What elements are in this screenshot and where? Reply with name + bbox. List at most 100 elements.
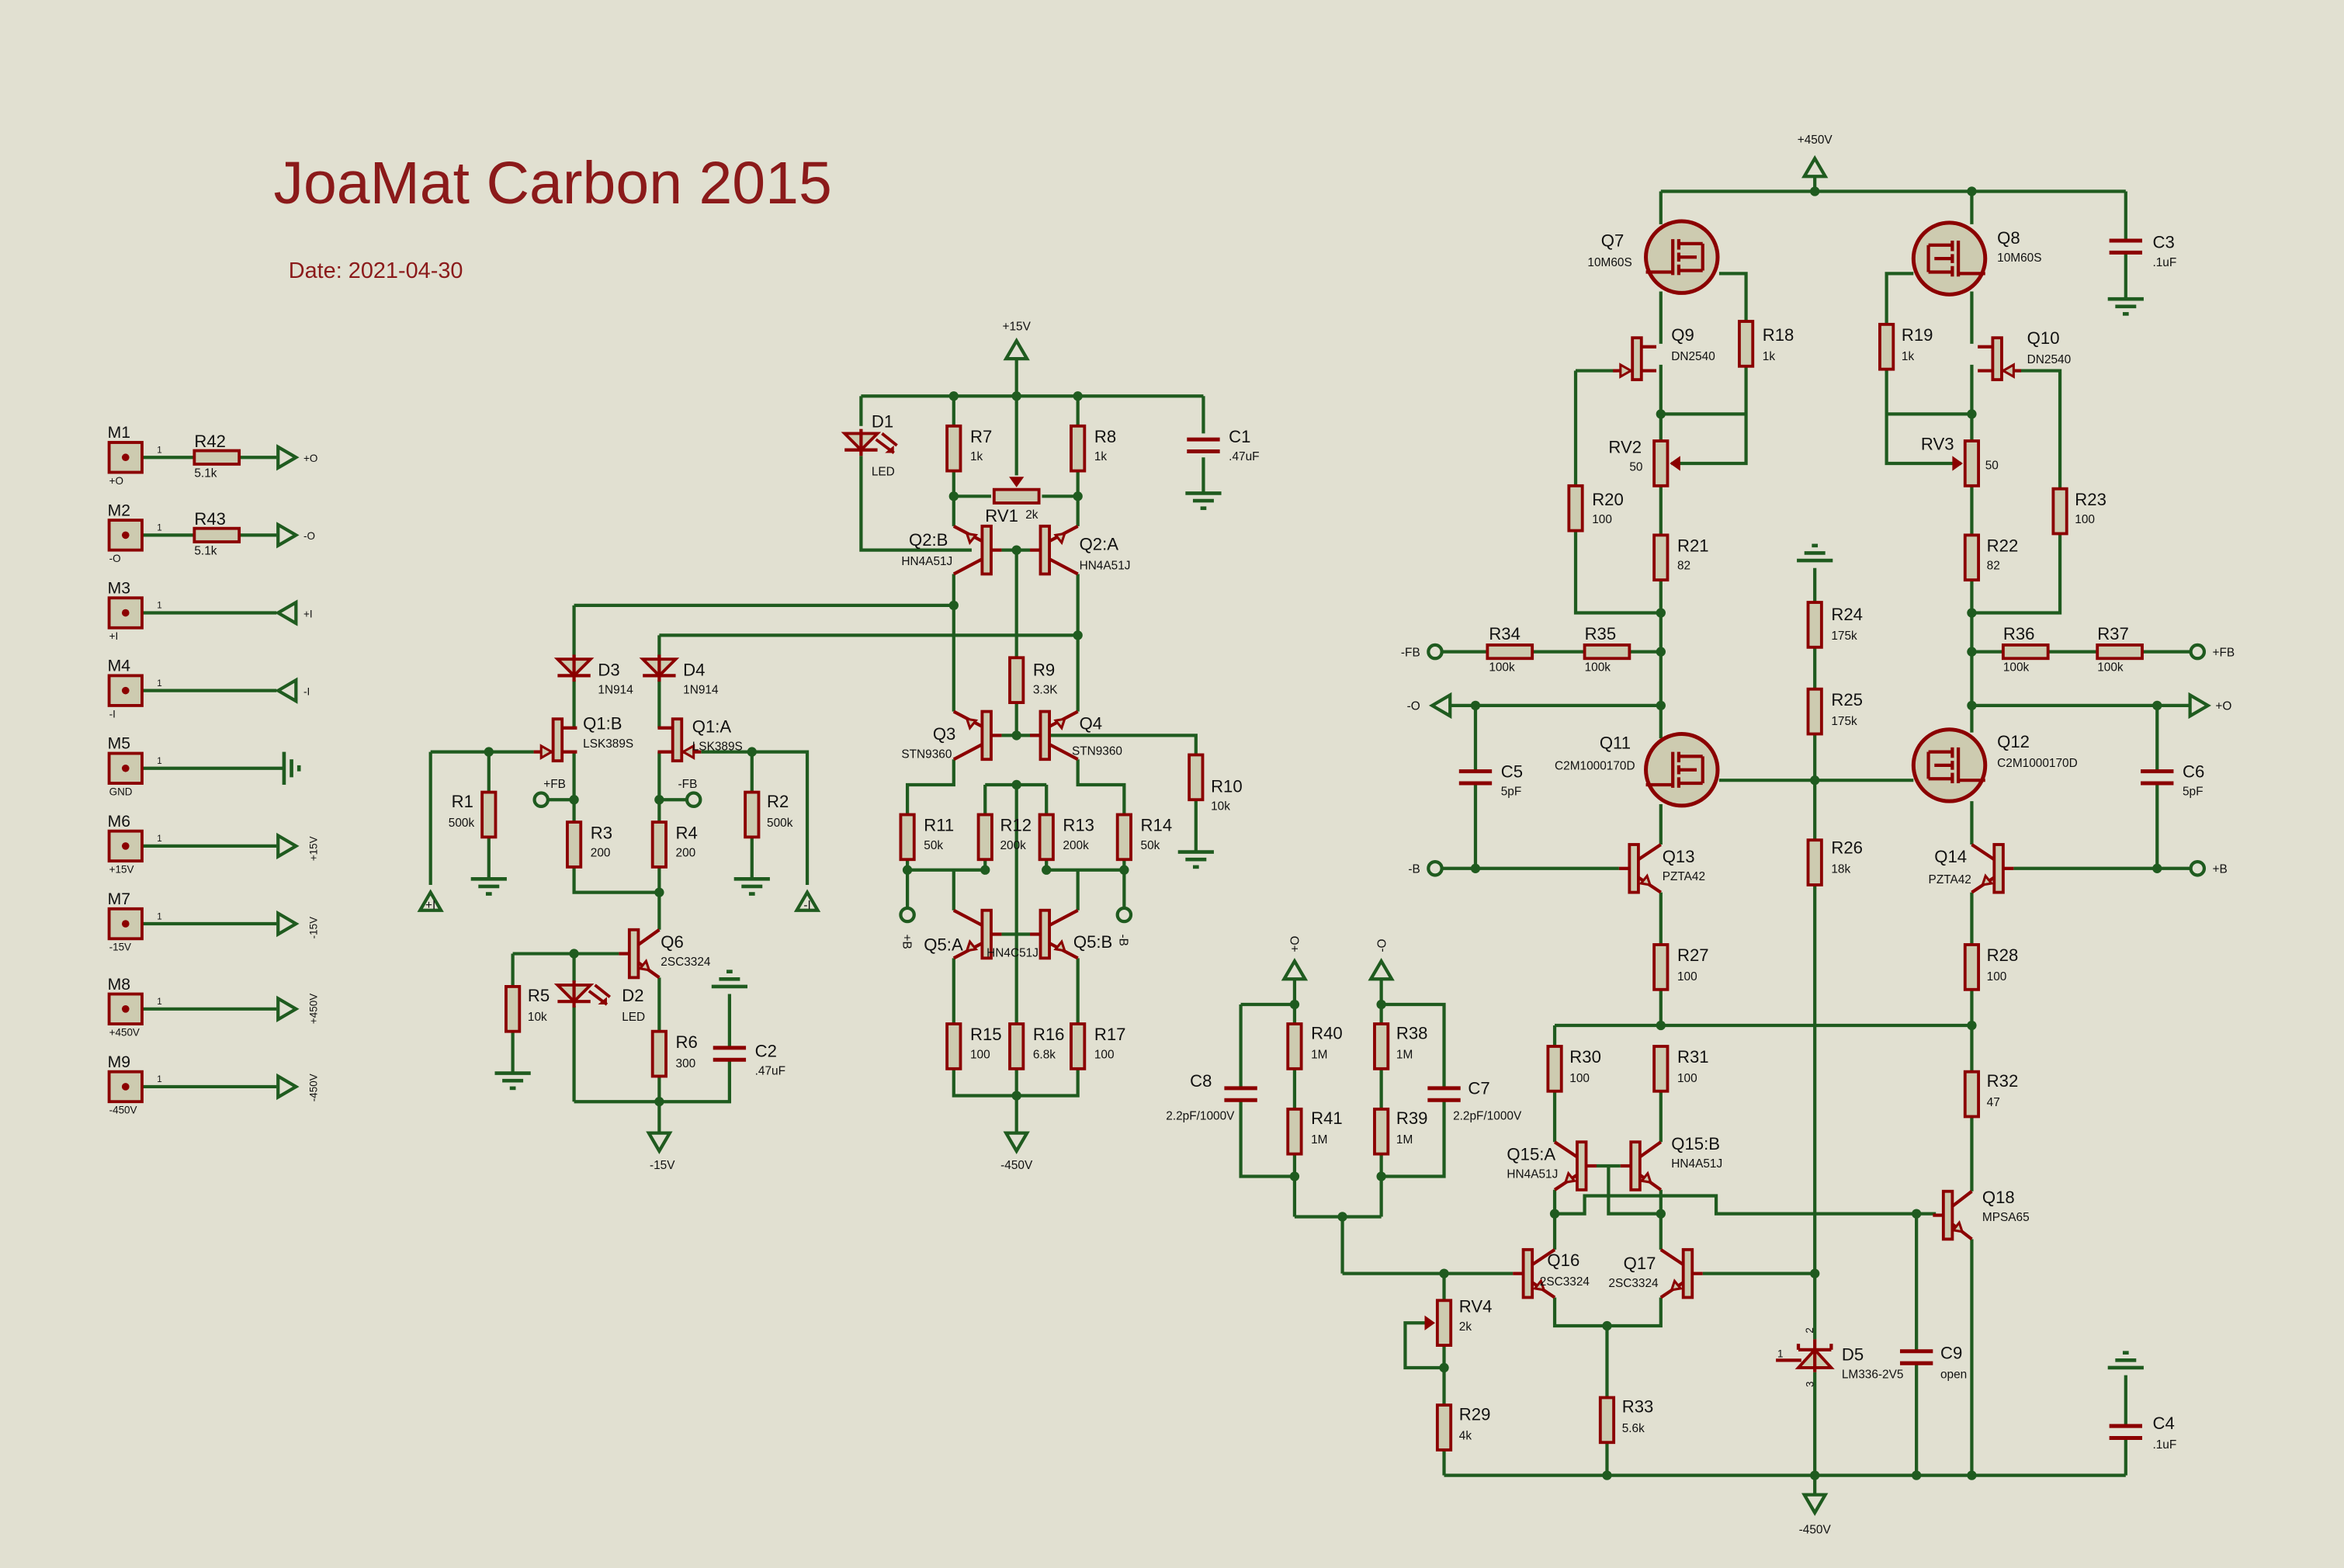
component-ref-q1b: Q1:B: [583, 714, 622, 734]
wire: [1671, 366, 1748, 466]
module-sublabel: +450V: [109, 1026, 140, 1038]
module-sublabel: +O: [109, 475, 123, 487]
component-ref-r34: R34: [1489, 624, 1520, 644]
component-value-r19: 1k: [1902, 350, 1915, 363]
component-ref-r5: R5: [528, 986, 550, 1005]
wire: [1885, 272, 1914, 324]
module-ref: M2: [108, 501, 130, 519]
component-value-r13: 200k: [1063, 839, 1089, 852]
component-ref-rv4: RV4: [1459, 1297, 1493, 1316]
component-ref-q8: Q8: [1997, 228, 2020, 248]
component-value-r33: 5.6k: [1622, 1422, 1645, 1435]
junction-dot: [1810, 186, 1820, 196]
component-value-rv4: 2k: [1459, 1320, 1472, 1334]
module-ref: M3: [108, 579, 130, 597]
junction-dot: [1439, 1362, 1449, 1373]
component-ref-r41: R41: [1311, 1108, 1343, 1128]
module-net-label: +I: [303, 608, 313, 619]
junction-dot: [1011, 1091, 1021, 1101]
ground-icon: [2107, 297, 2144, 316]
component-value-r43: 5.1k: [194, 544, 217, 557]
net-label: -FB: [1401, 646, 1420, 659]
junction-dot: [654, 1097, 664, 1107]
net-label: +B: [900, 935, 913, 949]
component-value-r17: 100: [1094, 1048, 1115, 1061]
terminal-icon: [1115, 906, 1133, 924]
junction-dot: [1911, 1209, 1922, 1219]
junction-dot: [1119, 865, 1129, 875]
component-r33: R33 5.6k: [1598, 1396, 1654, 1445]
component-ref-c5: C5: [1501, 761, 1523, 781]
component-value-q15b: HN4A51J: [1671, 1157, 1722, 1171]
component-ref-q2b: Q2:B: [909, 530, 948, 550]
net-label: +450V: [1798, 134, 1833, 147]
module-sublabel: +15V: [109, 864, 134, 876]
junction-dot: [1011, 779, 1021, 790]
component-value-r38: 1M: [1396, 1048, 1413, 1061]
module-net-label: +O: [303, 453, 317, 464]
component-value-q1b: LSK389S: [583, 737, 633, 751]
component-value-r23: 100: [2075, 513, 2095, 526]
junction-dot: [2152, 863, 2162, 873]
junction-dot: [1656, 1020, 1666, 1031]
component-ref-q3: Q3: [933, 724, 956, 744]
junction-dot: [1073, 391, 1083, 401]
wire: [1001, 734, 1198, 755]
terminal-icon: [2189, 643, 2207, 661]
wire: [1403, 1321, 1444, 1370]
wire: [905, 859, 987, 872]
component-ref-d5: D5: [1842, 1344, 1864, 1364]
component-value-q17: 2SC3324: [1608, 1277, 1659, 1290]
component-ref-r19: R19: [1902, 325, 1933, 345]
net-label: -FB: [678, 778, 698, 791]
power-arrow-up-icon: [1801, 154, 1829, 179]
junction-dot: [1011, 730, 1021, 741]
wires: [141, 176, 2192, 1495]
component-value-r29: 4k: [1459, 1429, 1472, 1442]
wire: [1607, 1166, 1661, 1216]
component-ref-c8: C8: [1190, 1071, 1212, 1091]
component-ref-q7: Q7: [1601, 231, 1625, 251]
component-value-c8: 2.2pF/1000V: [1166, 1109, 1235, 1122]
component-ref-rv3: RV3: [1921, 435, 1954, 454]
component-ref-r26: R26: [1831, 838, 1863, 858]
input-arrow-icon: [793, 889, 821, 912]
component-ref-r32: R32: [1987, 1071, 2019, 1091]
junction-dot: [1656, 608, 1666, 618]
component-value-q13: PZTA42: [1663, 870, 1705, 883]
module-pin-number: 1: [157, 602, 161, 611]
component-ref-r33: R33: [1622, 1397, 1654, 1417]
ground-icon: [2107, 1351, 2144, 1370]
wire: [1555, 1194, 1937, 1216]
component-value-q16: 2SC3324: [1540, 1275, 1590, 1289]
component-value-rv1: 2k: [1025, 508, 1039, 522]
ground-icon: [282, 751, 301, 785]
component-value-c6: 5pF: [2183, 785, 2204, 798]
component-value-r35: 100k: [1585, 661, 1611, 675]
component-ref-q9: Q9: [1671, 325, 1694, 345]
component-c3: C3.1uF: [2109, 233, 2176, 269]
input-arrow-icon: [417, 889, 444, 912]
component-value-q18: MPSA65: [1982, 1211, 2030, 1224]
wire: [701, 750, 810, 885]
component-value-r11: 50k: [924, 839, 943, 852]
wire: [1045, 859, 1126, 872]
